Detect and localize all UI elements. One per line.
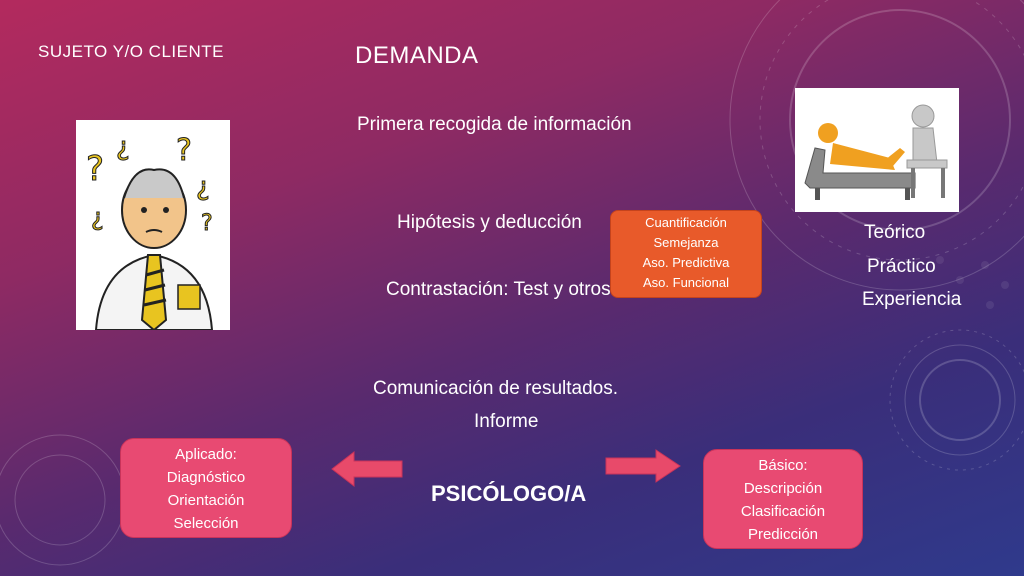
aplicado-box: Aplicado: Diagnóstico Orientación Selecc…: [120, 438, 292, 538]
sujeto-cliente-title: SUJETO Y/O CLIENTE: [38, 42, 224, 61]
step-comunicacion: Comunicación de resultados.: [373, 378, 619, 399]
aplicado-item: Orientación: [167, 492, 245, 509]
svg-text:¿: ¿: [116, 132, 130, 162]
knowledge-experiencia: Experiencia: [862, 289, 962, 310]
knowledge-teorico: Teórico: [864, 222, 926, 243]
right-arrow-icon: [605, 449, 681, 483]
therapy-figures-icon: [795, 88, 959, 212]
step-primera-recogida: Primera recogida de información: [357, 114, 632, 135]
aplicado-item: Selección: [173, 515, 239, 532]
step-hipotesis: Hipótesis y deducción: [397, 212, 582, 233]
basico-box: Básico: Descripción Clasificación Predic…: [703, 449, 863, 549]
basico-item: Básico:: [758, 457, 808, 474]
demanda-title: DEMANDA: [355, 42, 479, 69]
callout-item: Aso. Funcional: [643, 275, 729, 290]
basico-item: Clasificación: [740, 503, 826, 520]
basico-item: Descripción: [743, 480, 823, 497]
step-informe: Informe: [474, 411, 539, 432]
confused-man-icon: ? ¿ ? ¿ ¿ ?: [76, 120, 230, 330]
callout-item: Cuantificación: [645, 215, 727, 230]
aplicado-item: Diagnóstico: [166, 469, 246, 486]
left-arrow-icon: [331, 450, 403, 488]
svg-text:¿: ¿: [196, 172, 210, 202]
therapy-session-image: [795, 88, 959, 212]
svg-text:?: ?: [201, 211, 213, 236]
knowledge-practico: Práctico: [867, 256, 936, 277]
callout-item: Semejanza: [653, 235, 719, 250]
aplicado-item: Aplicado:: [175, 446, 237, 463]
step-contrastacion: Contrastación: Test y otros: [386, 279, 611, 300]
psicologo-label: PSICÓLOGO/A: [431, 481, 587, 506]
confused-man-image: ? ¿ ? ¿ ¿ ?: [76, 120, 230, 330]
svg-text:?: ?: [176, 133, 192, 168]
svg-text:¿: ¿: [91, 203, 104, 231]
svg-text:?: ?: [86, 149, 104, 189]
callout-item: Aso. Predictiva: [642, 255, 730, 270]
basico-item: Predicción: [747, 526, 819, 543]
cuantificacion-callout: Cuantificación Semejanza Aso. Predictiva…: [610, 210, 762, 298]
